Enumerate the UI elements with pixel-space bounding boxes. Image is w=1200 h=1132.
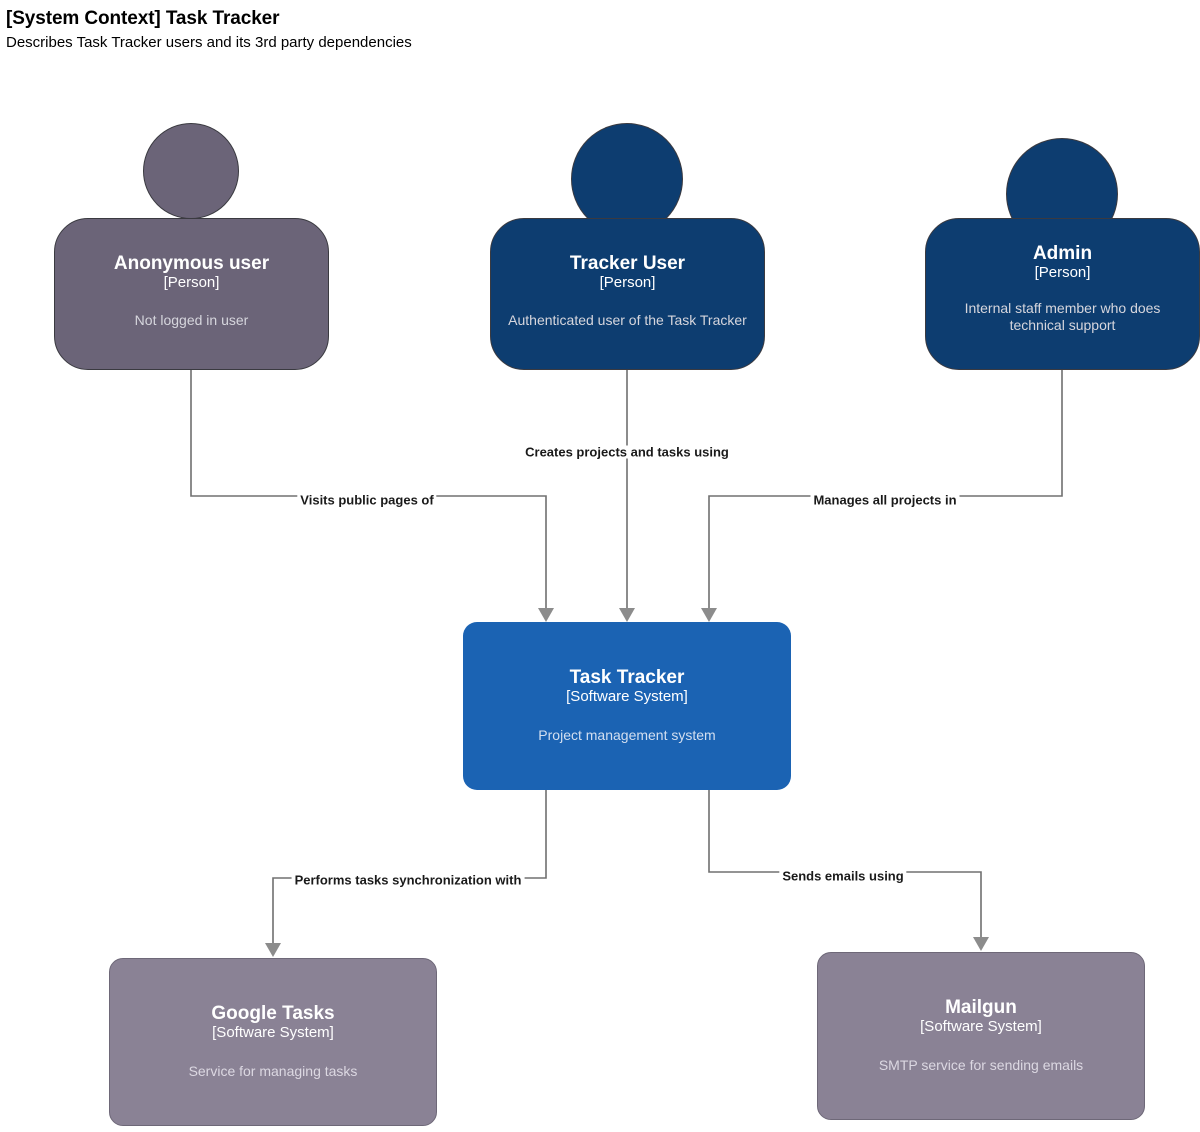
node-name-anonymous-user: Anonymous user bbox=[113, 253, 270, 274]
node-body-admin[interactable]: Admin [Person] Internal staff member who… bbox=[925, 218, 1200, 370]
node-description-anonymous-user: Not logged in user bbox=[134, 311, 249, 328]
node-google-tasks[interactable]: Google Tasks [Software System] Service f… bbox=[109, 958, 437, 1126]
person-head-icon bbox=[571, 123, 683, 235]
node-type-mailgun: [Software System] bbox=[920, 1018, 1042, 1036]
node-description-google-tasks: Service for managing tasks bbox=[188, 1063, 358, 1080]
edge-trackeruser-to-tracker bbox=[619, 370, 635, 622]
node-type-google-tasks: [Software System] bbox=[212, 1024, 334, 1042]
page-subtitle: Describes Task Tracker users and its 3rd… bbox=[6, 34, 412, 51]
node-description-tracker-user: Authenticated user of the Task Tracker bbox=[508, 311, 747, 328]
edge-label-performs-tasks-synchronization-with: Performs tasks synchronization with bbox=[291, 873, 525, 887]
edge-label-creates-projects-and-tasks-using: Creates projects and tasks using bbox=[522, 445, 732, 459]
node-description-mailgun: SMTP service for sending emails bbox=[878, 1057, 1084, 1074]
node-body-tracker-user[interactable]: Tracker User [Person] Authenticated user… bbox=[490, 218, 765, 370]
node-name-admin: Admin bbox=[1032, 243, 1093, 264]
node-body-anonymous-user[interactable]: Anonymous user [Person] Not logged in us… bbox=[54, 218, 329, 370]
node-description-task-tracker: Project management system bbox=[538, 727, 716, 744]
node-type-task-tracker: [Software System] bbox=[566, 688, 688, 706]
node-description-admin: Internal staff member who does technical… bbox=[964, 299, 1161, 334]
node-name-mailgun: Mailgun bbox=[945, 996, 1017, 1018]
node-name-google-tasks: Google Tasks bbox=[211, 1002, 335, 1024]
node-name-task-tracker: Task Tracker bbox=[569, 666, 685, 688]
edge-label-sends-emails-using: Sends emails using bbox=[779, 869, 907, 883]
node-type-admin: [Person] bbox=[1034, 264, 1091, 282]
node-type-anonymous-user: [Person] bbox=[163, 274, 220, 292]
node-name-tracker-user: Tracker User bbox=[569, 253, 686, 274]
node-mailgun[interactable]: Mailgun [Software System] SMTP service f… bbox=[817, 952, 1145, 1120]
person-head-icon bbox=[143, 123, 239, 219]
edge-label-visits-public-pages-of: Visits public pages of bbox=[297, 493, 437, 507]
node-task-tracker[interactable]: Task Tracker [Software System] Project m… bbox=[463, 622, 791, 790]
page-title: [System Context] Task Tracker bbox=[6, 8, 280, 29]
node-type-tracker-user: [Person] bbox=[599, 274, 656, 292]
edge-label-manages-all-projects-in: Manages all projects in bbox=[810, 493, 960, 507]
